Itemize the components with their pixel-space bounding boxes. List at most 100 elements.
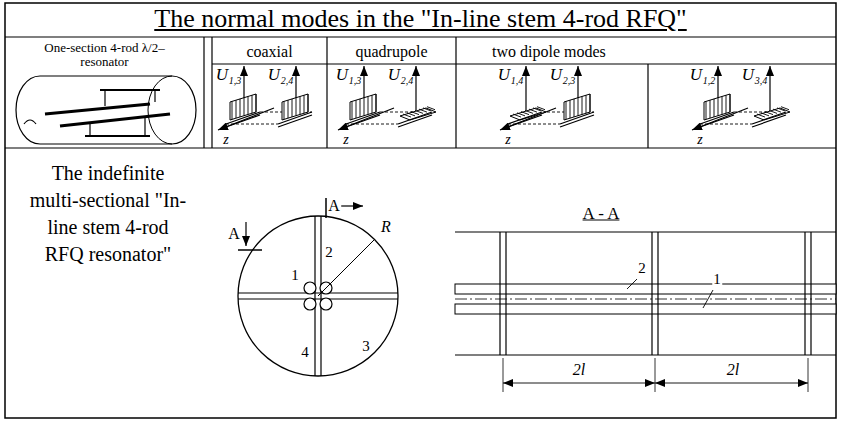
tank-wall <box>455 354 836 355</box>
stem-hatch <box>757 114 765 117</box>
table-border <box>5 3 836 418</box>
stem-hatch <box>529 109 537 112</box>
rod-section <box>320 298 332 310</box>
dimension-label: 2l <box>726 362 740 378</box>
view-arrow <box>341 205 363 206</box>
mode-heading: coaxial <box>214 40 325 64</box>
stem-hatch <box>710 100 711 118</box>
stem-line <box>651 232 652 355</box>
stem-plate <box>100 89 160 91</box>
stem-hatch <box>521 112 529 115</box>
rod-line <box>226 115 260 127</box>
stem <box>144 118 145 136</box>
stem-line <box>804 232 805 355</box>
rod-line <box>508 115 542 127</box>
rod <box>60 114 170 126</box>
rod-line <box>700 115 734 127</box>
rod-line <box>398 112 432 124</box>
cell-heading: One-section 4-rod λ/2–resonator <box>7 39 202 72</box>
stem-hatch <box>407 113 415 116</box>
cut-plane-trace <box>238 249 262 251</box>
stem-hatch <box>590 94 591 112</box>
leader-line <box>627 279 637 289</box>
stem <box>89 124 90 136</box>
voltage-arrow <box>577 66 578 98</box>
grid-line <box>5 147 836 148</box>
axis-label: z <box>342 133 349 147</box>
rod-section <box>304 282 316 294</box>
section-title: A - A <box>582 205 621 222</box>
text-cell: The indefinite multi-sectional "In-line … <box>14 158 202 270</box>
stem-hatch <box>256 94 257 112</box>
stem-line <box>505 232 506 355</box>
grid-line <box>212 63 836 64</box>
stem-hatch <box>308 94 309 112</box>
stem-hatch <box>244 98 245 116</box>
stem-hatch <box>574 99 575 117</box>
axis-label: z <box>222 133 229 147</box>
electrode-indices: 1,2 <box>702 76 717 86</box>
stem-hatch <box>582 96 583 114</box>
mode-heading: two dipole modes <box>458 40 834 64</box>
rod-line <box>752 115 786 127</box>
stem-plate <box>400 108 436 120</box>
stem-hatch <box>248 96 249 114</box>
voltage-arrow <box>525 66 526 110</box>
stem-line <box>320 216 321 376</box>
stem-plate <box>230 94 256 120</box>
electrode-indices: 1,3 <box>348 76 363 86</box>
rod-line <box>752 112 786 124</box>
tank-outline <box>16 76 196 144</box>
electrode-indices: 2,4 <box>280 76 295 86</box>
stem-hatch <box>726 95 727 113</box>
stem-hatch <box>566 101 567 119</box>
stem-hatch <box>781 107 789 110</box>
stem-hatch <box>761 113 769 116</box>
mode-heading: quadrupole <box>329 40 454 64</box>
stem-hatch <box>252 95 253 113</box>
tank-wall <box>455 231 836 232</box>
stem-hatch <box>718 98 719 116</box>
stem-hatch <box>570 100 571 118</box>
axis-label: z <box>696 133 703 147</box>
axis-label: z <box>504 133 511 147</box>
stem-hatch <box>765 112 773 115</box>
stem-plate <box>282 94 308 120</box>
stem-hatch <box>714 99 715 117</box>
stem-line <box>657 232 658 355</box>
tank-end <box>148 76 172 144</box>
voltage-arrow <box>243 66 244 98</box>
extension-line <box>808 358 809 392</box>
section-mark: A <box>227 226 241 242</box>
rod-line <box>346 112 380 124</box>
stem-hatch <box>517 113 525 116</box>
stem-hatch <box>364 98 365 116</box>
stem-plate <box>510 108 546 120</box>
coupling-loop <box>24 120 36 124</box>
dimension-line <box>503 383 655 384</box>
grid-line <box>326 37 327 148</box>
electrode-indices: 1,3 <box>228 76 243 86</box>
stem-hatch <box>372 95 373 113</box>
radius-line <box>318 239 375 296</box>
stem-hatch <box>419 109 427 112</box>
stem-hatch <box>423 108 431 111</box>
stem-hatch <box>352 101 353 119</box>
callout-number: 3 <box>361 339 371 354</box>
stem-line <box>314 216 315 376</box>
stem-hatch <box>722 96 723 114</box>
stem-hatch <box>415 110 423 113</box>
rod-outline <box>455 304 836 314</box>
stem-line <box>238 298 398 299</box>
stem-plate <box>564 94 590 120</box>
stem-line <box>238 292 398 293</box>
stem-line <box>810 232 811 355</box>
stem-hatch <box>525 110 533 113</box>
title: The normal modes in the "In-line stem 4-… <box>0 4 841 34</box>
callout-number: 1 <box>290 268 300 283</box>
node-text: The indefinite multi-sectional "In-line … <box>28 160 188 268</box>
node-text: One-section 4-rod λ/2–resonator <box>35 41 175 70</box>
stem-hatch <box>368 96 369 114</box>
stem-plate <box>85 135 150 137</box>
